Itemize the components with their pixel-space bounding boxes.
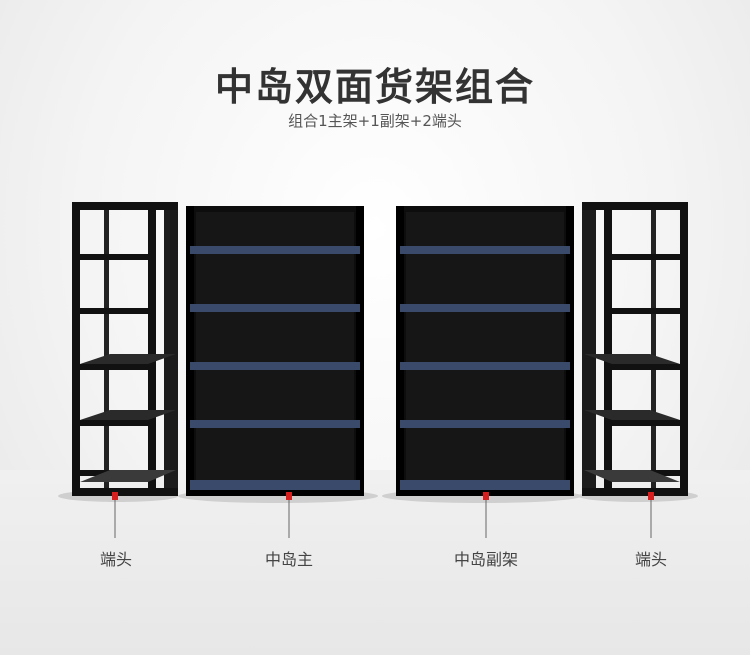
marker-sub [483, 492, 489, 500]
page-title: 中岛双面货架组合 [214, 65, 535, 109]
page-subtitle: 组合1主架+1副架+2端头 [288, 112, 462, 130]
main-shelf [186, 206, 364, 496]
marker-right-end [648, 492, 654, 500]
left-end-shelf [72, 202, 178, 496]
label-right-end: 端头 [634, 550, 668, 569]
marker-left-end [112, 492, 118, 500]
markers [112, 492, 654, 538]
right-end-shelf [582, 202, 688, 496]
label-left-end: 端头 [99, 550, 133, 569]
label-main: 中岛主 [264, 550, 314, 569]
sub-shelf [396, 206, 574, 496]
label-sub: 中岛副架 [453, 550, 519, 569]
marker-main [286, 492, 292, 500]
